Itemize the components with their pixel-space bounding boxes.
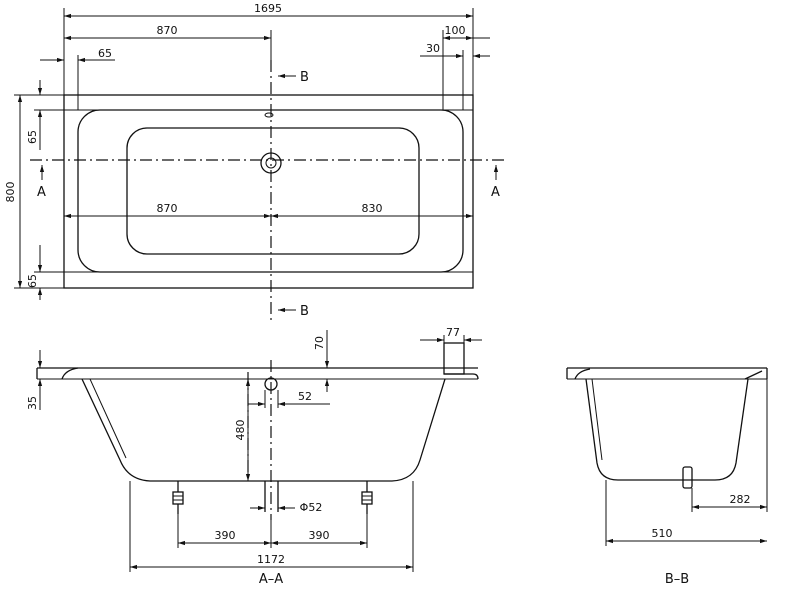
dim-right-rim-inner: 30: [426, 42, 440, 55]
dim-total-length: 1695: [254, 2, 282, 15]
dim-bottom-rim: 65: [26, 274, 39, 288]
dim-aa-right-foot: 390: [309, 529, 330, 542]
bb-drain: [682, 466, 693, 489]
section-mark-a-left: A: [37, 185, 46, 200]
section-mark-b-top: B: [300, 70, 309, 85]
dim-left-to-center: 870: [157, 24, 178, 37]
dim-bb-drain-offset: 282: [730, 493, 751, 506]
aa-basin-shape: [81, 378, 446, 482]
bb-basin-shape: [585, 378, 749, 481]
dim-total-width: 800: [4, 182, 17, 203]
section-aa-view: 35 70 77 52 480 Φ52 390 390: [26, 326, 482, 587]
dim-aa-overflow: 52: [298, 390, 312, 403]
dim-top-rim: 65: [26, 130, 39, 144]
dim-aa-rim-thickness: 35: [26, 396, 39, 410]
plan-view: 1695 870 65 100 30 800 65 65 870 830: [4, 2, 505, 320]
dim-aa-base-length: 1172: [257, 553, 285, 566]
dim-inner-right: 830: [362, 202, 383, 215]
plan-basin-floor: [126, 127, 420, 255]
dim-inner-left: 870: [157, 202, 178, 215]
dim-aa-drain-width: 77: [446, 326, 460, 339]
plan-outer-rim: [63, 94, 474, 289]
section-mark-a-right: A: [491, 185, 500, 200]
dim-bb-base-width: 510: [652, 527, 673, 540]
dim-aa-left-foot: 390: [215, 529, 236, 542]
dim-aa-depth: 480: [234, 420, 247, 441]
section-aa-label: A–A: [259, 572, 283, 587]
section-bb-label: B–B: [665, 572, 689, 587]
section-bb-view: 282 510 B–B: [566, 367, 768, 587]
dim-rim-left: 65: [98, 47, 112, 60]
dim-aa-drain-diameter: Φ52: [300, 501, 323, 514]
aa-right-foot: [361, 481, 373, 514]
plan-overflow: [264, 112, 274, 118]
aa-drain-block: [443, 342, 465, 375]
aa-left-foot: [172, 481, 184, 514]
dim-aa-top-offset: 70: [313, 336, 326, 350]
dim-right-rim-outer: 100: [445, 24, 466, 37]
section-mark-b-bottom: B: [300, 304, 309, 319]
